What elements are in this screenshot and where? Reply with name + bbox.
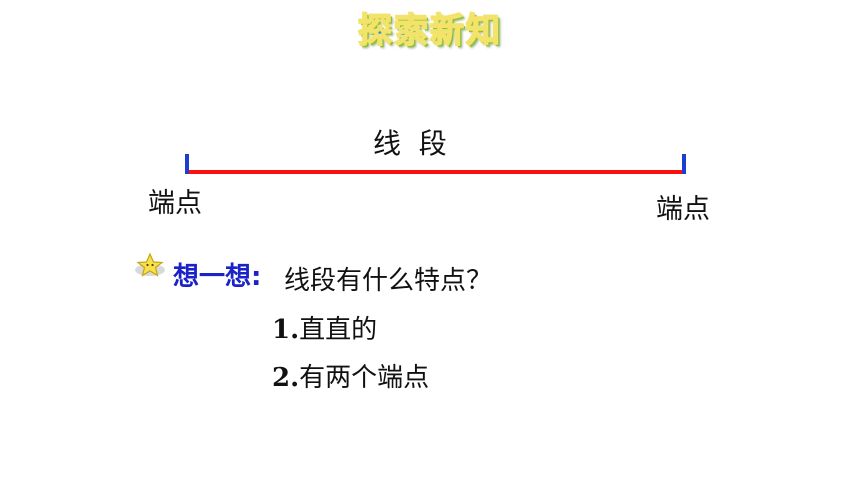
title-banner: 探索新知 <box>330 4 530 52</box>
think-label: 想一想: <box>173 262 262 292</box>
question-text: 线段有什么特点？ <box>284 266 493 296</box>
star-eye-right <box>151 263 154 267</box>
star-eye-left <box>146 263 149 267</box>
answer-item: 2.有两个端点 <box>272 357 429 394</box>
answer-number: 1. <box>272 315 300 345</box>
line-segment <box>187 170 684 174</box>
answer-text: 直直的 <box>299 315 378 345</box>
right-endpoint-label: 端点 <box>656 194 710 225</box>
answer-number: 2. <box>272 363 300 393</box>
segment-label: 线 段 <box>373 127 447 160</box>
slide-title: 探索新知 <box>357 10 502 52</box>
answer-text: 有两个端点 <box>299 363 430 393</box>
star-shape <box>136 252 164 277</box>
right-endpoint-mark <box>682 154 686 174</box>
star-icon <box>135 252 165 277</box>
answer-item: 1.直直的 <box>272 309 377 346</box>
left-endpoint-mark <box>185 154 189 174</box>
left-endpoint-label: 端点 <box>148 188 202 219</box>
